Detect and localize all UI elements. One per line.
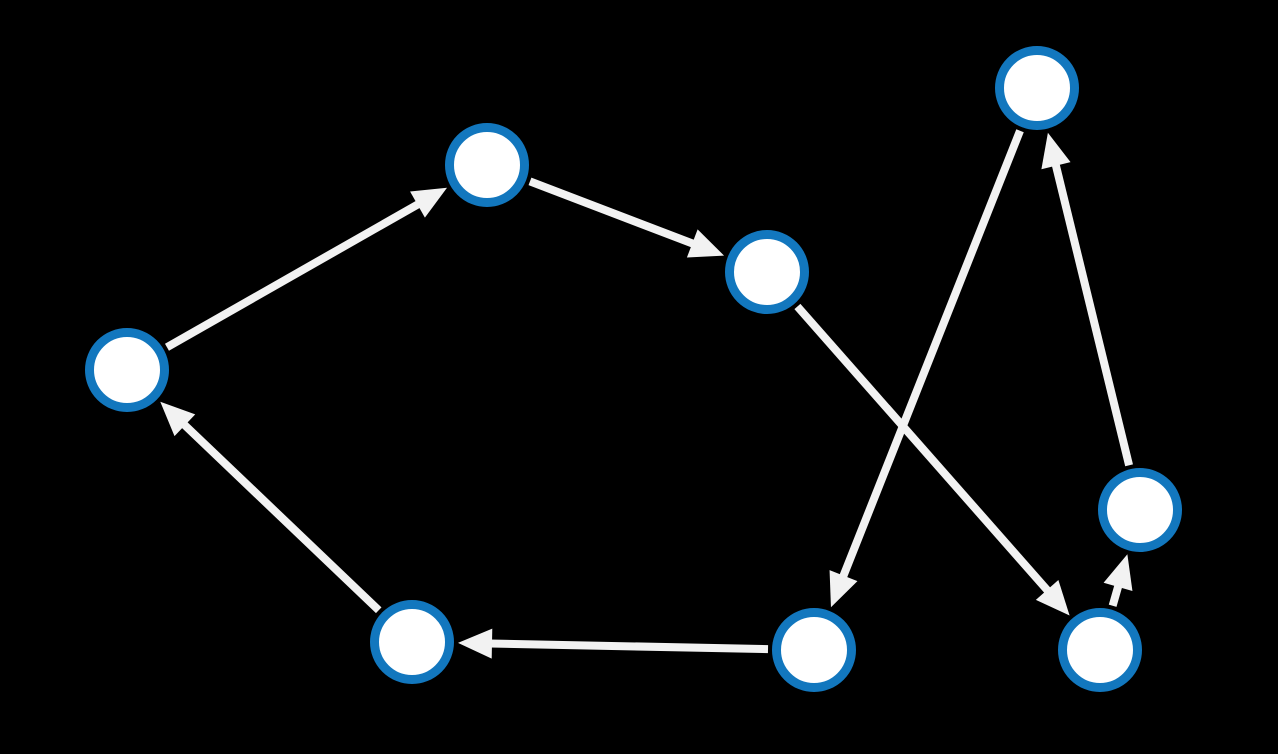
arrowhead-icon-n3-to-n8 bbox=[1035, 580, 1070, 616]
graph-edge-n5-to-n4 bbox=[1051, 162, 1133, 467]
graph-node-n8[interactable] bbox=[1058, 608, 1142, 692]
graph-edge-n3-to-n8 bbox=[794, 303, 1052, 595]
graph-edge-n1-to-n2 bbox=[164, 200, 422, 351]
arrowhead-icon-n6-to-n1 bbox=[160, 401, 196, 437]
graph-edge-n7-to-n6 bbox=[489, 639, 769, 654]
graph-edge-n4-to-n7 bbox=[839, 129, 1024, 579]
graph-node-n3[interactable] bbox=[725, 230, 809, 314]
graph-edge-n8-to-n5 bbox=[1108, 583, 1123, 607]
node-circle-icon[interactable] bbox=[772, 608, 856, 692]
graph-edge-n6-to-n1 bbox=[180, 420, 382, 614]
graph-node-n1[interactable] bbox=[85, 328, 169, 412]
node-circle-icon[interactable] bbox=[1098, 468, 1182, 552]
graph-node-n5[interactable] bbox=[1098, 468, 1182, 552]
arrowhead-icon-n2-to-n3 bbox=[686, 229, 725, 258]
graph-node-n7[interactable] bbox=[772, 608, 856, 692]
arrowhead-icon-n8-to-n5 bbox=[1103, 554, 1133, 592]
graph-node-n4[interactable] bbox=[995, 46, 1079, 130]
nodes-layer bbox=[85, 46, 1182, 692]
edges-layer bbox=[160, 129, 1133, 659]
node-circle-icon[interactable] bbox=[445, 123, 529, 207]
arrowhead-icon-n5-to-n4 bbox=[1041, 132, 1071, 170]
node-circle-icon[interactable] bbox=[370, 600, 454, 684]
node-circle-icon[interactable] bbox=[1058, 608, 1142, 692]
node-circle-icon[interactable] bbox=[725, 230, 809, 314]
arrowhead-icon-n7-to-n6 bbox=[457, 628, 493, 659]
node-circle-icon[interactable] bbox=[85, 328, 169, 412]
arrowhead-icon-n4-to-n7 bbox=[829, 570, 858, 608]
graph-node-n2[interactable] bbox=[445, 123, 529, 207]
graph-node-n6[interactable] bbox=[370, 600, 454, 684]
graph-edge-n2-to-n3 bbox=[528, 177, 696, 248]
node-circle-icon[interactable] bbox=[995, 46, 1079, 130]
arrowhead-icon-n1-to-n2 bbox=[410, 187, 448, 218]
